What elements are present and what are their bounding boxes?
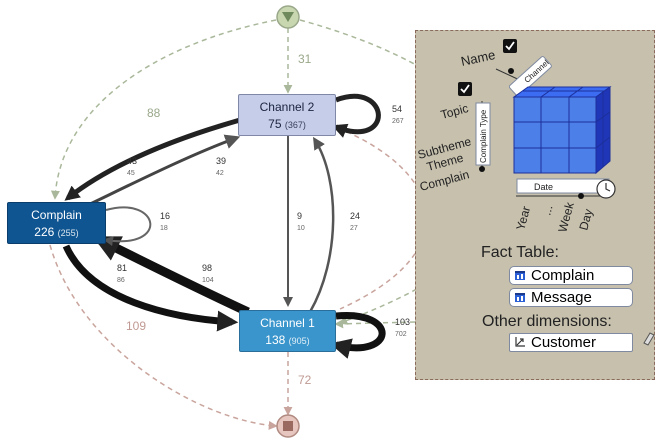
node-complain-name: Complain — [31, 208, 82, 222]
edge-complain-self — [103, 206, 152, 247]
dimension-icon — [514, 335, 526, 347]
label-complain-self-sub: 18 — [160, 225, 168, 232]
label-complain-ch1-sub: 104 — [202, 277, 214, 284]
label-complain-ch1-main: 98 — [202, 263, 212, 273]
edge-complain-channel1 — [62, 244, 239, 332]
label-ch2-self-main: 54 — [392, 104, 402, 114]
fact-table-icon — [514, 268, 526, 280]
label-complain-ch2-sub: 42 — [216, 170, 224, 177]
label-start-complain: 88 — [147, 106, 161, 120]
end-node-icon — [283, 421, 293, 431]
node-channel2-count: 75 — [268, 117, 282, 131]
bottom-axis-week: Week — [555, 200, 577, 234]
node-complain-count: 226 — [34, 225, 55, 239]
fact-table-title: Fact Table: — [481, 244, 559, 261]
bottom-axis-label: Date — [534, 182, 553, 192]
label-ch1-ch2-main: 24 — [350, 211, 360, 221]
node-channel2-name: Channel 2 — [259, 100, 315, 114]
label-start-channel2: 31 — [298, 52, 312, 66]
bottom-axis-year: Year — [513, 205, 533, 232]
node-channel2-total: (367) — [284, 120, 306, 130]
label-channel1-end: 72 — [298, 373, 312, 387]
bottom-axis-day: Day — [576, 208, 595, 232]
node-channel1[interactable]: Channel 1 138 (905) — [239, 310, 336, 352]
type-checkbox-icon — [458, 82, 472, 96]
left-axis-topic: Topic — [439, 101, 470, 122]
label-complain-end: 109 — [126, 319, 146, 333]
edge-complain-end — [49, 244, 278, 430]
left-axis-label: Complain Type — [479, 109, 488, 163]
cube-panel: Name Channel Complain Type Topic Subthem… — [415, 30, 655, 380]
node-channel1-name: Channel 1 — [260, 316, 315, 330]
label-ch1-complain-sub: 86 — [117, 277, 125, 284]
fact-table-complain[interactable]: Complain — [509, 266, 633, 285]
edge-channel2-self — [331, 93, 381, 138]
fact-table-message[interactable]: Message — [509, 288, 633, 307]
label-ch2-complain-main: 43 — [127, 156, 137, 166]
edge-complain-channel2 — [87, 134, 241, 207]
dimension-customer-label: Customer — [531, 334, 597, 351]
label-complain-self-main: 16 — [160, 211, 170, 221]
data-cube — [512, 86, 612, 175]
fact-table-icon — [514, 290, 526, 302]
edge-channel1-complain — [92, 235, 250, 317]
label-ch1-ch2-sub: 27 — [350, 225, 358, 232]
label-ch1-complain-main: 81 — [117, 263, 127, 273]
label-complain-ch2-main: 39 — [216, 156, 226, 166]
label-ch2-ch1-main: 9 — [297, 211, 302, 221]
edge-channel1-self — [329, 312, 386, 359]
label-ch1-self-main: 103 — [395, 317, 410, 327]
label-ch2-self-sub: 267 — [392, 118, 404, 125]
left-axis-complain: Complain — [418, 167, 471, 194]
dimension-customer[interactable]: Customer — [509, 333, 633, 352]
node-channel1-count: 138 — [265, 333, 286, 347]
top-label-name: Name — [460, 47, 497, 69]
label-ch1-self-sub: 702 — [395, 331, 407, 338]
fact-table-complain-label: Complain — [531, 267, 595, 284]
edge-channel1-channel2 — [308, 136, 335, 313]
cube-illustration: Name Channel Complain Type Topic Subthem… — [416, 39, 655, 346]
label-ch2-ch1-sub: 10 — [297, 225, 305, 232]
fact-table-message-label: Message — [531, 289, 592, 306]
edge-channel2-complain — [64, 117, 241, 201]
drag-handle-icon[interactable] — [643, 332, 655, 346]
name-checkbox-icon — [503, 39, 517, 53]
other-dimensions-title: Other dimensions: — [482, 313, 612, 330]
label-ch2-complain-sub: 45 — [127, 170, 135, 177]
edge-start-complain — [50, 19, 277, 200]
node-channel2[interactable]: Channel 2 75 (367) — [238, 94, 336, 136]
node-channel1-total: (905) — [288, 336, 310, 346]
bottom-axis-ellipsis: ... — [539, 203, 555, 216]
start-node-icon — [282, 12, 294, 22]
node-complain[interactable]: Complain 226 (255) — [7, 202, 106, 244]
node-complain-total: (255) — [57, 228, 79, 238]
